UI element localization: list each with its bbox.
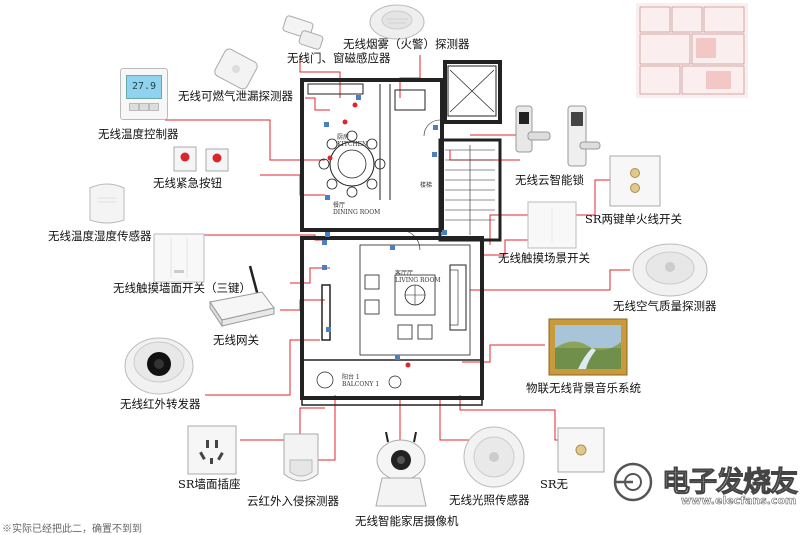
reference-plan-thumbnail [636, 3, 748, 98]
label-light-sensor: 无线光照传感器 [449, 493, 530, 507]
smart-lock-icon [515, 105, 601, 167]
sr-two-key-switch-icon [609, 155, 661, 207]
label-touch-scene-switch: 无线触摸场景开关 [498, 251, 590, 265]
label-smart-camera: 无线智能家居摄像机 [355, 514, 459, 528]
smart-camera-icon [375, 432, 427, 507]
light-sensor-icon [463, 426, 525, 488]
label-wall-socket: SR墙面插座 [178, 477, 241, 491]
label-sr-two-key-switch: SR两键单火线开关 [585, 212, 683, 226]
thermostat-display: 27.9 [126, 75, 162, 99]
label-air-quality-detector: 无线空气质量探测器 [613, 299, 717, 313]
label-gas-leak-detector: 无线可燃气泄漏探测器 [178, 89, 293, 103]
label-smoke-detector: 无线烟雾（火警）探测器 [343, 37, 470, 51]
emergency-button-icon [173, 146, 229, 172]
label-ir-intrusion-detector: 云红外入侵探测器 [247, 494, 339, 508]
label-gateway: 无线网关 [213, 333, 259, 347]
bottom-note: ※实际已经把此二，确置不到到 [2, 524, 142, 535]
temp-humidity-sensor-icon [89, 183, 125, 224]
air-quality-detector-icon [632, 243, 708, 297]
watermark-url: www.elecfans.com [681, 494, 797, 508]
smoke-detector-icon [369, 4, 425, 40]
ir-transmitter-icon [124, 337, 194, 395]
background-music-painting-icon [548, 318, 628, 376]
elecfans-logo-icon [613, 462, 653, 502]
gas-leak-detector-icon [214, 48, 258, 90]
temp-controller-icon: 27.9 [120, 68, 168, 120]
sr-wireless-switch-icon [557, 427, 605, 473]
door-window-sensor-icon [282, 15, 324, 50]
label-emergency-button: 无线紧急按钮 [153, 176, 222, 190]
label-bg-music-system: 物联无线背景音乐系统 [526, 381, 641, 395]
label-sr-wireless-switch: SR无 [540, 477, 569, 491]
label-temp-controller: 无线温度控制器 [98, 127, 179, 141]
ir-intrusion-detector-icon [283, 433, 319, 482]
label-touch-wall-switch: 无线触摸墙面开关（三键） [113, 281, 251, 295]
watermark-brand: 电子发烧友 [661, 465, 798, 499]
floor-plan [300, 60, 502, 406]
label-door-window-sensor: 无线门、窗磁感应器 [287, 51, 391, 65]
gateway-icon [209, 265, 275, 328]
label-temp-humidity-sensor: 无线温度湿度传感器 [48, 229, 152, 243]
touch-scene-switch-icon [527, 201, 577, 249]
plan-label-stair: 楼梯 [420, 182, 433, 189]
wall-socket-icon [187, 425, 237, 475]
touch-wall-switch-icon [153, 233, 205, 283]
label-smart-lock: 无线云智能锁 [515, 173, 584, 187]
label-ir-transmitter: 无线红外转发器 [120, 397, 201, 411]
